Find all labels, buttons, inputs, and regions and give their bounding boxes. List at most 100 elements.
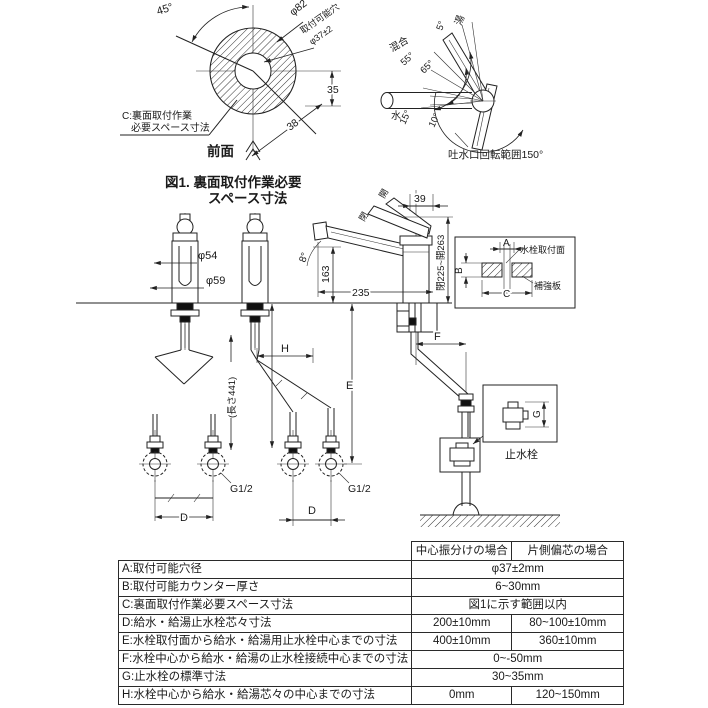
table-row: H:水栓中心から給水・給湯芯々の中心までの寸法 0mm 120~150mm [117,686,625,705]
row-F-label: F:水栓中心から給水・給湯の止水栓接続中心までの寸法 [117,650,413,669]
thread-right-label: G1/2 [348,483,371,495]
thread-left-label: G1/2 [230,483,253,495]
dim-E: E [344,304,362,465]
dim-35-label: 35 [327,84,339,96]
dim-A: A [490,238,524,253]
table-row: D:給水・給湯止水栓芯々寸法 200±10mm 80~100±10mm [117,614,625,633]
row-G-value: 30~35mm [411,668,625,687]
spec-table: 中心振分けの場合 片側偏芯の場合 A:取付可能穴径 φ37±2mm B:取付可能… [117,541,625,705]
stop-valve-detail: G 止水栓 [472,384,558,461]
technical-drawing: 45° φ82 取付可能穴 φ37±2 35 38 前面 C:裏面取付作業 必要… [76,0,576,527]
dim-B-label: B [454,267,465,274]
dim-163-label: 163 [320,265,332,283]
handle-angle-diagram: 湯 5° 混合 55° 65° 水 15° 10° 吐水口回転範囲150° [380,13,543,161]
row-H-label: H:水栓中心から給水・給湯芯々の中心までの寸法 [117,686,413,705]
dia59-label: φ59 [206,275,225,287]
spout-range-label: 吐水口回転範囲150° [448,148,543,161]
row-D-label: D:給水・給湯止水栓芯々寸法 [117,614,413,633]
figure1-caption-line1: 図1. 裏面取付作業必要 [165,174,302,190]
row-G-label: G:止水栓の標準寸法 [117,668,413,687]
dim-E-label: E [346,380,353,392]
row-E-label: E:水栓取付面から給水・給湯用止水栓中心までの寸法 [117,632,413,651]
hoses-centered [152,349,216,437]
dim-F-label: F [434,331,441,343]
dia54-label: φ54 [198,250,217,262]
faucet-front-centered [170,212,200,351]
floor-hatch [420,515,560,527]
row-D-offset: 80~100±10mm [511,614,625,633]
cold-label: 水 [391,110,401,122]
angle-45-arc [191,4,250,43]
figure1-caption-line2: スペース寸法 [208,190,288,206]
hoses-offset [250,349,335,437]
dim-D-right: D [279,480,345,526]
row-A-value: φ37±2mm [411,560,625,579]
dim-D-right-label: D [308,505,316,517]
row-H-offset: 120~150mm [511,686,625,705]
table-row: E:水栓取付面から給水・給湯用止水栓中心までの寸法 400±10mm 360±1… [117,632,625,651]
row-E-offset: 360±10mm [511,632,625,651]
row-C-value: 図1に示す範囲以内 [411,596,625,615]
stop-valve-label: 止水栓 [505,447,538,461]
closed-label: 閉 [357,210,370,223]
row-H-center: 0mm [411,686,513,705]
c-note-line2: 必要スペース寸法 [131,121,210,134]
table-row: G:止水栓の標準寸法 30~35mm [117,668,625,687]
faucet-front-offset [240,212,270,351]
dim-C-label: C [503,289,510,300]
figure1-caption: 図1. 裏面取付作業必要 スペース寸法 [165,174,302,206]
dim-F: F [416,329,467,392]
dim-163: 163 [313,246,341,303]
dim-H-label: H [281,343,289,355]
table-row: F:水栓中心から給水・給湯の止水栓接続中心までの寸法 0~-50mm [117,650,625,669]
dim-C: C [481,280,533,302]
dim-38-label: 38 [285,117,302,134]
row-F-value: 0~-50mm [411,650,625,669]
mount-surface-label: 水栓取付面 [520,244,565,255]
deg5-label: 5° [434,20,448,32]
lever-closed [367,205,430,239]
reinforce-plate-label: 補強板 [534,280,561,291]
table-row: B:取付可能カウンター厚さ 6~30mm [117,578,625,597]
dim-B: B [454,253,482,288]
open-label: 開 [377,187,390,200]
deg10-label: 10° [427,111,443,129]
hot-label: 湯 [452,13,468,27]
front-label: 前面 [207,143,234,159]
table-row: A:取付可能穴径 φ37±2mm [117,560,625,579]
dim-G-label: G [532,410,543,418]
dim-D-left-label: D [180,512,188,524]
row-C-label: C:裏面取付作業必要スペース寸法 [117,596,413,615]
stop-valve-side [420,393,560,527]
c-note-line1: C:裏面取付作業 [122,109,192,122]
spec-table-corner [119,542,412,561]
deg8-label: 8° [297,251,311,264]
height-range-label: 閉225~開263 [436,235,447,291]
dim-A-label: A [503,238,510,249]
stop-valves [138,429,348,483]
spec-table-header-row: 中心振分けの場合 片側偏芯の場合 [119,541,625,561]
faucet-side-view: 開 閉 [312,187,469,437]
spout-rotation-arc [433,91,524,153]
row-D-center: 200±10mm [411,614,513,633]
hose-length-label: (長さ441) [227,377,238,418]
row-E-center: 400±10mm [411,632,513,651]
row-B-value: 6~30mm [411,578,625,597]
table-row: C:裏面取付作業必要スペース寸法 図1に示す範囲以内 [117,596,625,615]
counter-section-detail: A B C 水栓取付面 補強板 [454,236,576,309]
outer-dia-label: φ82 [287,0,309,18]
dim-39-label: 39 [414,193,426,205]
dim-H: H [256,341,314,363]
dim-39: 39 [398,191,448,211]
dim-235: 235 [317,242,433,301]
row-B-label: B:取付可能カウンター厚さ [117,578,413,597]
deg65-label: 65° [418,58,436,76]
hole-dimension-diagram: 45° φ82 取付可能穴 φ37±2 35 38 前面 C:裏面取付作業 必要… [120,0,341,161]
col-header-offset: 片側偏芯の場合 [511,541,625,561]
col-header-centered: 中心振分けの場合 [411,541,513,561]
row-A-label: A:取付可能穴径 [117,560,413,579]
installation-drawing: φ54 φ59 [76,187,576,527]
dim-235-label: 235 [352,287,370,299]
angle-45-label: 45° [155,1,175,18]
